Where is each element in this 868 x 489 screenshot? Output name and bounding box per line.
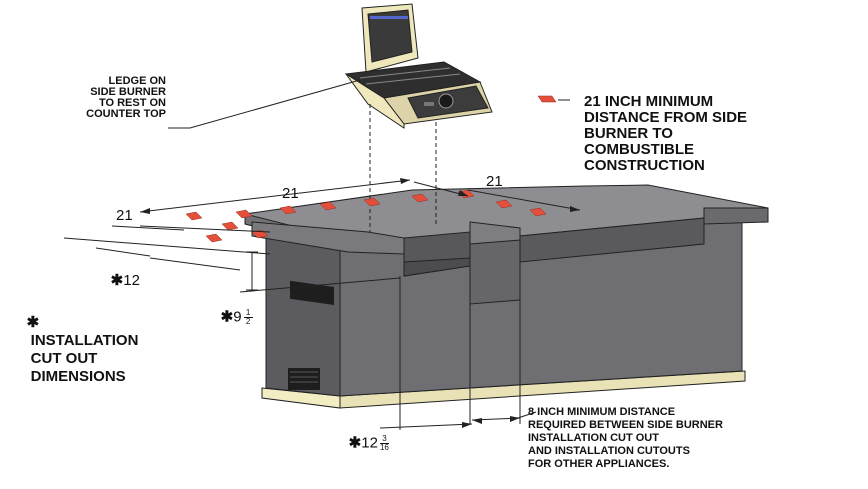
installation-cutout-text: INSTALLATION CUT OUT DIMENSIONS xyxy=(30,332,139,385)
minimum-21-inch-label: 21 INCH MINIMUM DISTANCE FROM SIDE BURNE… xyxy=(584,93,748,174)
projection-lines xyxy=(369,104,437,232)
dimension-lines xyxy=(63,79,581,430)
dimension-21-left: 21 xyxy=(116,207,133,224)
fraction-denominator: 16 xyxy=(379,443,389,452)
right-recess xyxy=(519,217,705,263)
dimension-21-top: 21 xyxy=(282,185,299,202)
fraction-numerator: 3 xyxy=(382,434,387,443)
dimension-12: ✱12 xyxy=(94,258,140,303)
asterisk-icon: ✱ xyxy=(220,308,234,326)
fraction-denominator: 2 xyxy=(245,317,251,326)
countertop-right-edge xyxy=(703,207,769,225)
dimension-21-right: 21 xyxy=(486,173,503,190)
middle-divider-front xyxy=(469,239,521,305)
dimension-arrowheads xyxy=(140,178,580,428)
minimum-8-inch-label: 8 INCH MINIMUM DISTANCE REQUIRED BETWEEN… xyxy=(528,406,723,470)
dimension-12b-whole: 12 xyxy=(361,434,378,452)
lower-vent xyxy=(288,368,320,390)
fraction-numerator: 1 xyxy=(245,308,251,317)
asterisk-icon: ✱ xyxy=(26,314,40,331)
dimension-9-whole: 9 xyxy=(233,308,242,326)
asterisk-icon: ✱ xyxy=(110,272,124,289)
asterisk-icon: ✱ xyxy=(348,434,362,452)
dimension-12-value: 12 xyxy=(123,272,140,289)
installation-cutout-label: ✱ INSTALLATION CUT OUT DIMENSIONS xyxy=(10,296,139,404)
ledge-label: LEDGE ON SIDE BURNER TO REST ON COUNTER … xyxy=(86,75,166,120)
side-burner-unit xyxy=(344,3,493,129)
